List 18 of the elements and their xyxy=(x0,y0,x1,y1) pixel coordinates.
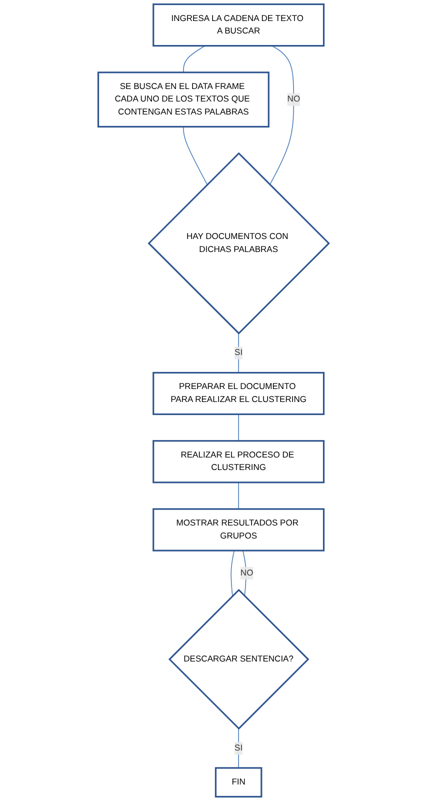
node-box: PREPARAR EL DOCUMENTO PARA REALIZAR EL CLUSTERING xyxy=(152,372,324,416)
connector xyxy=(183,126,208,186)
node-diamond: DESCARGAR SENTENCIA? xyxy=(168,588,310,730)
node-box: REALIZAR EL PROCESO DE CLUSTERING xyxy=(152,440,324,484)
node-box: INGRESA LA CADENA DE TEXTO A BUSCAR xyxy=(152,3,324,47)
edge-label: SI xyxy=(234,348,243,358)
node-box: SE BUSCA EN EL DATA FRAME CADA UNO DE LOS TEXTOS QUE CONTENGAN ESTAS PALABRAS xyxy=(97,72,270,128)
edge-label: NO xyxy=(240,568,254,578)
node-diamond: HAY DOCUMENTOS CON DICHAS PALABRAS xyxy=(148,152,330,334)
connector xyxy=(183,45,206,73)
connector xyxy=(269,45,294,186)
connector xyxy=(238,482,239,510)
connector xyxy=(238,414,239,442)
connector xyxy=(230,550,235,596)
edge-label: SI xyxy=(234,743,243,753)
edge-label: NO xyxy=(287,94,300,104)
node-box: MOSTRAR RESULTADOS POR GRUPOS xyxy=(152,508,324,552)
node-box: FIN xyxy=(214,767,262,798)
